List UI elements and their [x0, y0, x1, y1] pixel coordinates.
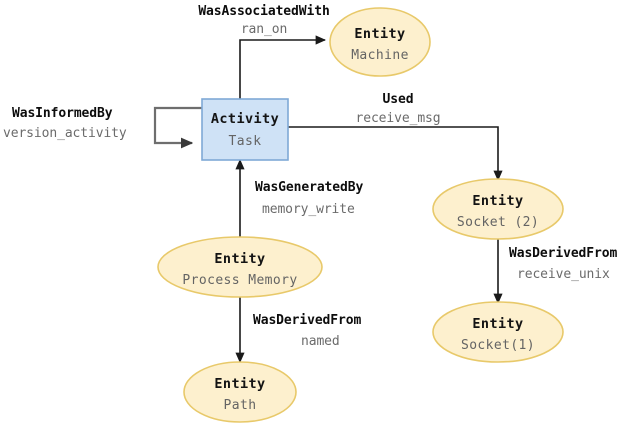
entity-path-ellipse[interactable] [183, 361, 297, 423]
entity-socket-2-subtitle: Socket (2) [457, 215, 539, 230]
edge-label-was-generated-by: WasGeneratedBy memory_write [255, 180, 364, 217]
node-entity-machine[interactable]: Entity Machine [329, 7, 431, 77]
edge-was-associated-with-value: ran_on [241, 22, 287, 37]
edge-label-used: Used receive_msg [356, 92, 441, 126]
entity-socket-1-ellipse[interactable] [432, 301, 564, 363]
activity-task-subtitle: Task [229, 134, 262, 149]
node-entity-socket-2[interactable]: Entity Socket (2) [432, 178, 564, 240]
edge-was-generated-by-value: memory_write [262, 202, 355, 217]
entity-machine-subtitle: Machine [351, 48, 409, 63]
edge-was-derived-from-named-relation: WasDerivedFrom [253, 313, 361, 328]
activity-task-title: Activity [211, 111, 279, 127]
edge-was-associated-with [239, 35, 327, 99]
node-entity-process-memory[interactable]: Entity Process Memory [157, 236, 323, 298]
node-entity-path[interactable]: Entity Path [183, 361, 297, 423]
edge-label-was-derived-from-named: WasDerivedFrom named [253, 313, 362, 349]
edge-label-was-associated-with: WasAssociatedWith ran_on [198, 4, 329, 37]
edge-used-value: receive_msg [356, 111, 441, 126]
edge-was-associated-with-relation: WasAssociatedWith [198, 4, 329, 19]
edge-was-informed-by-relation: WasInformedBy [12, 106, 113, 121]
edge-was-informed-by-value: version_activity [3, 126, 127, 141]
edge-was-derived-from-named-value: named [301, 334, 340, 349]
entity-path-title: Entity [214, 376, 265, 392]
edge-used-relation: Used [383, 92, 414, 107]
edge-was-associated-with-line [239, 35, 327, 99]
entity-socket-1-title: Entity [472, 316, 523, 332]
entity-machine-title: Entity [354, 26, 405, 42]
entity-process-memory-ellipse[interactable] [157, 236, 323, 298]
entity-socket-1-subtitle: Socket(1) [461, 338, 535, 353]
edge-was-derived-from-unix-relation: WasDerivedFrom [509, 246, 617, 261]
entity-process-memory-title: Entity [214, 251, 265, 267]
edge-used [288, 126, 503, 182]
entity-path-subtitle: Path [224, 398, 257, 413]
edge-was-generated-by-relation: WasGeneratedBy [255, 180, 363, 195]
entity-process-memory-subtitle: Process Memory [182, 273, 297, 288]
edge-used-line [288, 126, 503, 182]
edge-was-derived-from-unix-value: receive_unix [517, 267, 610, 282]
node-entity-socket-1[interactable]: Entity Socket(1) [432, 301, 564, 363]
entity-machine-ellipse[interactable] [329, 7, 431, 77]
edge-was-informed-by [153, 106, 202, 149]
edge-label-was-derived-from-unix: WasDerivedFrom receive_unix [509, 246, 618, 282]
edge-was-informed-by-line [153, 106, 202, 149]
edge-label-was-informed-by: WasInformedBy version_activity [3, 106, 127, 141]
activity-task-rect[interactable] [201, 98, 289, 161]
entity-socket-2-title: Entity [472, 193, 523, 209]
entity-socket-2-ellipse[interactable] [432, 178, 564, 240]
node-activity-task[interactable]: Activity Task [201, 98, 289, 161]
